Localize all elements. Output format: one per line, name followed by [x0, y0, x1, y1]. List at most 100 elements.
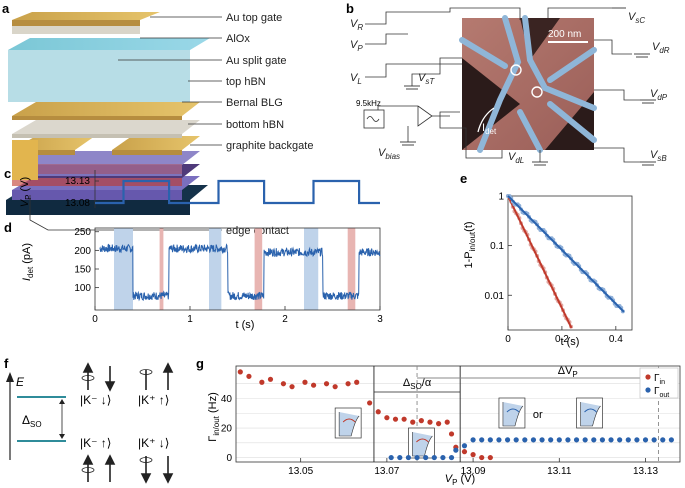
- g-gamma-out-point: [668, 437, 674, 443]
- d-ytick-1: 150: [74, 265, 91, 276]
- d-shade-blue-1: [209, 228, 222, 310]
- g-gamma-in-point: [280, 381, 287, 387]
- panel-f: f E ΔSO |K⁻ ↓⟩ |K⁺ ↑⟩ |K⁻ ↑⟩ |K⁺ ↓⟩: [4, 356, 174, 484]
- layer-alox: [12, 120, 200, 134]
- g-gamma-out-point: [405, 454, 412, 461]
- d-xtick-2: 2: [282, 314, 288, 325]
- layer-backgate-front: [6, 200, 190, 215]
- delta-so-bracket-bottom: [59, 434, 65, 439]
- g-inset-band-2: [502, 402, 524, 427]
- g-gamma-out-point: [431, 454, 437, 461]
- d-ytick-0: 100: [74, 283, 91, 294]
- c-vp-line: [95, 179, 380, 205]
- g-gamma-out-point: [479, 437, 485, 443]
- g-gamma-out-point: [496, 437, 502, 443]
- d-ylabel: Idet (pA): [21, 243, 35, 281]
- g-gamma-out-point: [539, 437, 545, 443]
- g-gamma-out-point: [530, 437, 537, 443]
- state-k-minus-up: |K⁻ ↑⟩: [80, 436, 111, 450]
- top-grey-strip: [12, 26, 140, 34]
- label-bernal-blg: Bernal BLG: [226, 97, 283, 109]
- valley-orbit-up-icon-lower: [81, 454, 95, 482]
- label-vr: VR: [350, 18, 363, 32]
- e-frame: [507, 195, 633, 331]
- g-gamma-out-point: [573, 437, 580, 443]
- spin-up-icon: [162, 362, 174, 390]
- energy-label: E: [16, 375, 25, 389]
- g-ytick-2: 40: [221, 394, 233, 405]
- state-k-plus-up: |K⁺ ↑⟩: [138, 393, 169, 407]
- label-vdp: VdP: [650, 88, 668, 102]
- top-gate-front: [12, 116, 182, 120]
- g-ytick-0: 0: [226, 453, 232, 464]
- g-gamma-in-point: [487, 454, 493, 461]
- e-ytick-1: 0.1: [490, 241, 504, 252]
- alox-front: [12, 134, 182, 138]
- dot-upper: [510, 64, 522, 76]
- panel-b: b 200 nm Idet: [346, 1, 670, 166]
- g-or-label: or: [533, 409, 543, 421]
- g-gamma-in-point: [470, 452, 476, 458]
- top-cyan-front: [8, 50, 190, 102]
- panel-label-e: e: [460, 171, 467, 186]
- panel-label-g: g: [196, 356, 204, 371]
- lock-in-sine: [366, 116, 380, 122]
- g-xtick-3: 13.11: [547, 466, 572, 477]
- g-inset-band-0: [338, 412, 360, 437]
- g-gamma-out-point: [608, 437, 614, 443]
- g-xtick-1: 13.07: [374, 466, 399, 477]
- d-shade-red-2: [347, 228, 356, 310]
- g-gamma-out-point: [453, 447, 459, 453]
- g-gamma-out-point: [448, 454, 455, 461]
- g-dvp-label: ΔVP: [558, 365, 578, 379]
- g-gamma-in-point: [289, 384, 295, 390]
- g-gamma-in-point: [392, 416, 399, 422]
- g-gamma-in-point: [367, 400, 373, 406]
- g-gamma-in-point: [302, 379, 308, 385]
- g-gamma-out-point: [660, 437, 666, 443]
- c-ylabel: VP (V): [19, 177, 33, 207]
- e-fit-s1: [507, 195, 625, 313]
- g-gamma-out-point: [414, 454, 420, 461]
- spin-down-icon-lower: [162, 456, 174, 484]
- split-gate-right-front: [112, 150, 182, 155]
- g-legend-label-1: Γout: [654, 386, 669, 399]
- d-xtick-0: 0: [92, 314, 98, 325]
- g-gamma-out-point: [565, 437, 571, 443]
- delta-so-label: ΔSO: [22, 413, 42, 429]
- label-alox: AlOx: [226, 33, 250, 45]
- d-shade-blue-0: [114, 228, 133, 310]
- g-gamma-in-point: [401, 416, 407, 422]
- g-xtick-0: 13.05: [288, 466, 313, 477]
- d-ytick-2: 200: [74, 246, 91, 257]
- layer-top-hbn-front: [12, 165, 182, 176]
- blg-lattice: [38, 164, 182, 174]
- state-k-plus-down: |K⁺ ↓⟩: [138, 436, 169, 450]
- e-xtick-2: 0.4: [609, 334, 623, 345]
- g-gamma-in-point: [375, 409, 381, 415]
- d-current-trace: [99, 243, 381, 302]
- g-gamma-in-point: [332, 384, 338, 390]
- g-gamma-out-point: [634, 437, 640, 443]
- spin-down-icon: [104, 366, 116, 392]
- e-ytick-0: 1: [498, 192, 504, 203]
- label-graphite-backgate: graphite backgate: [226, 140, 313, 152]
- dot-lower: [531, 86, 543, 98]
- g-gamma-out-point: [461, 443, 468, 449]
- panel-label-b: b: [346, 1, 354, 16]
- g-gamma-in-point: [259, 379, 265, 385]
- panel-a-leaders: [29, 16, 222, 231]
- label-vdl: VdL: [508, 151, 524, 165]
- split-gate-left-front: [12, 150, 75, 155]
- g-gamma-in-point: [436, 421, 442, 427]
- sem-gates: [459, 15, 597, 153]
- g-inset-arrow-2: [506, 408, 520, 413]
- g-gamma-in-point: [427, 419, 433, 425]
- label-vsc: VsC: [628, 11, 645, 25]
- label-vst: VsT: [418, 72, 435, 86]
- source-freq-label: 9.5kHz: [356, 99, 381, 108]
